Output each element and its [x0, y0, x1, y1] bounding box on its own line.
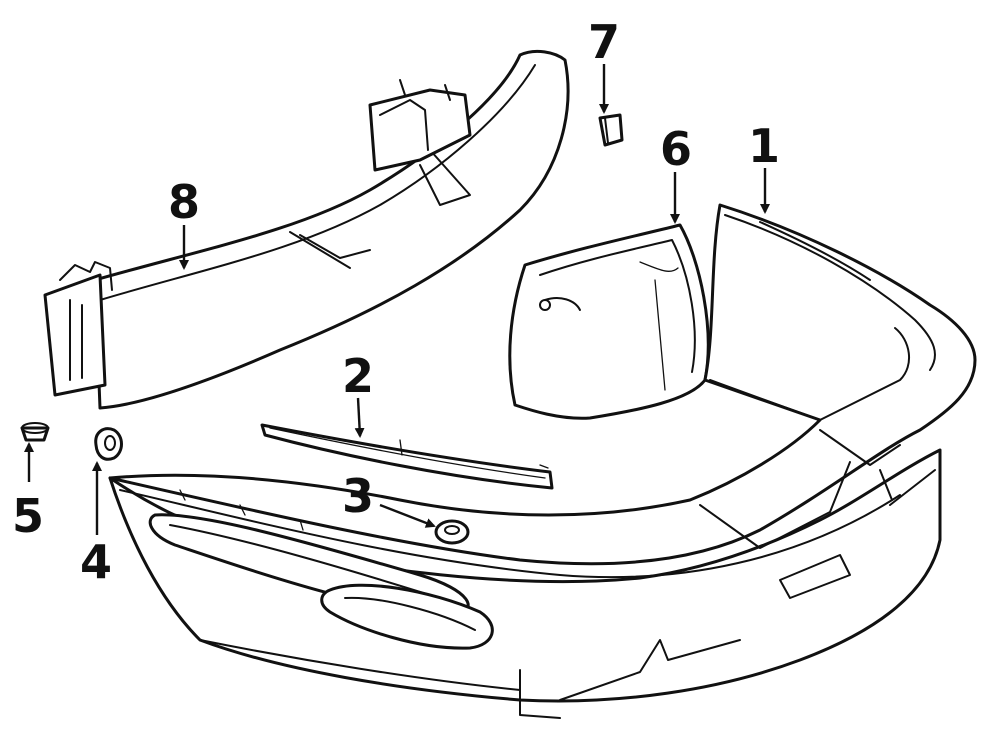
bracket-panel-part-6: [508, 223, 710, 420]
molding-strip-part-2: [260, 423, 554, 490]
leader-3: [379, 503, 436, 528]
leader-2: [354, 397, 365, 438]
callout-8: 8: [168, 175, 200, 229]
callout-1: 1: [748, 119, 780, 173]
callout-7: 7: [588, 15, 620, 69]
callout-5: 5: [12, 489, 44, 543]
callout-6: 6: [660, 122, 692, 176]
callout-3: 3: [342, 469, 374, 523]
grommet-part-3: [434, 519, 470, 545]
retainer-part-5: [20, 422, 50, 442]
bumper-cover-part-1: [108, 203, 977, 719]
clip-part-7: [598, 113, 624, 147]
callout-2: 2: [342, 349, 374, 403]
leader-lines: [24, 64, 770, 535]
callout-4: 4: [80, 535, 112, 589]
energy-absorber-part-8: [43, 49, 570, 410]
clip-part-4: [94, 427, 123, 461]
callout-labels: 1 2 3 4 5 6 7 8: [12, 15, 780, 589]
